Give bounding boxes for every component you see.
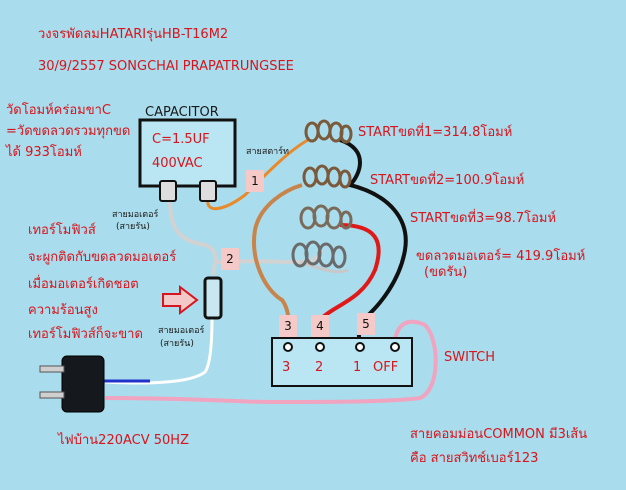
capacitor-measure-note-line3: ได้ 933โอมห์ xyxy=(6,145,82,160)
run-coil-label-line2: (ขดรัน) xyxy=(424,265,468,280)
switch-position-off: OFF xyxy=(373,360,399,375)
switch-position-3: 3 xyxy=(282,360,291,375)
power-plug-icon xyxy=(39,355,105,413)
wire-tag-3: 3 xyxy=(279,315,297,337)
start-coil-3 xyxy=(299,204,353,230)
thermal-fuse-note-line1: เทอร์โมฟิวส์ xyxy=(28,223,96,238)
diagram-title: วงจรพัดลมHATARIรุ่นHB-T16M2 xyxy=(38,27,229,42)
wire-tag-1: 1 xyxy=(246,170,264,192)
wire-tag-4: 4 xyxy=(311,315,329,337)
start-coil-3-label: STARTขดที่3=98.7โอมห์ xyxy=(410,211,557,226)
switch-position-1: 1 xyxy=(353,360,362,375)
wire-tag-5: 5 xyxy=(357,313,375,335)
thermal-fuse-note-line5: เทอร์โมฟิวส์ก็จะขาด xyxy=(28,327,143,342)
motor-wire-label-bottom-1: สายมอเตอร์ xyxy=(158,326,205,336)
thermal-fuse-icon xyxy=(203,276,223,320)
thermal-fuse-note-line4: ความร้อนสูง xyxy=(28,303,98,318)
common-note-line2: คือ สายสวิทช์เบอร์123 xyxy=(410,451,539,466)
motor-wire-label-top-2: (สายรัน) xyxy=(116,222,150,232)
switch-terminal-off xyxy=(390,342,400,352)
capacitor-voltage: 400VAC xyxy=(152,156,203,171)
author-date: 30/9/2557 SONGCHAI PRAPATRUNGSEE xyxy=(38,59,294,74)
thermal-fuse-note-line3: เมื่อมอเตอร์เกิดชอต xyxy=(28,277,139,292)
capacitor-terminal-right xyxy=(199,180,217,202)
capacitor-measure-note-line1: วัดโอมห์คร่อมขาC xyxy=(6,103,111,118)
common-note-line1: สายคอมม่อนCOMMON มี3เส้น xyxy=(410,427,588,442)
switch-position-2: 2 xyxy=(315,360,324,375)
run-wire-gray xyxy=(168,197,324,276)
capacitor-icon xyxy=(138,118,237,188)
wire-tag-2: 2 xyxy=(221,248,239,270)
capacitor-measure-note-line2: =วัดขดลวดรวมทุกขด xyxy=(6,124,131,139)
thermal-fuse-note-line2: จะผูกติดกับขดลวดมอเตอร์ xyxy=(28,250,177,265)
rotary-switch-icon xyxy=(271,337,413,387)
start-coil-1 xyxy=(304,119,353,144)
switch-terminal-1 xyxy=(355,342,365,352)
motor-wire-label-bottom-2: (สายรัน) xyxy=(160,339,194,349)
capacitor-terminal-left xyxy=(159,180,177,202)
switch-title: SWITCH xyxy=(444,350,495,365)
right-arrow-icon xyxy=(162,284,199,316)
motor-wire-label-top-1: สายมอเตอร์ xyxy=(112,210,159,220)
run-coil xyxy=(291,240,347,269)
start-coil-1-label: STARTขดที่1=314.8โอมห์ xyxy=(358,125,513,140)
switch-terminal-2 xyxy=(315,342,325,352)
capacitor-title: CAPACITOR xyxy=(145,105,219,120)
run-coil-label-line1: ขดลวดมอเตอร์= 419.9โอมห์ xyxy=(416,249,586,264)
start-coil-2-label: STARTขดที่2=100.9โอมห์ xyxy=(370,173,525,188)
common-wire-pink xyxy=(104,319,438,405)
plug-to-fuse-wire xyxy=(104,317,214,385)
power-supply-label: ไฟบ้าน220ACV 50HZ xyxy=(58,433,189,448)
start-wire-label: สายสตาร์ท xyxy=(246,147,289,157)
switch-terminal-3 xyxy=(283,342,293,352)
start-wire-orange xyxy=(206,138,309,210)
capacitor-capacity: C=1.5UF xyxy=(152,132,210,147)
start-coil-2 xyxy=(302,164,352,189)
